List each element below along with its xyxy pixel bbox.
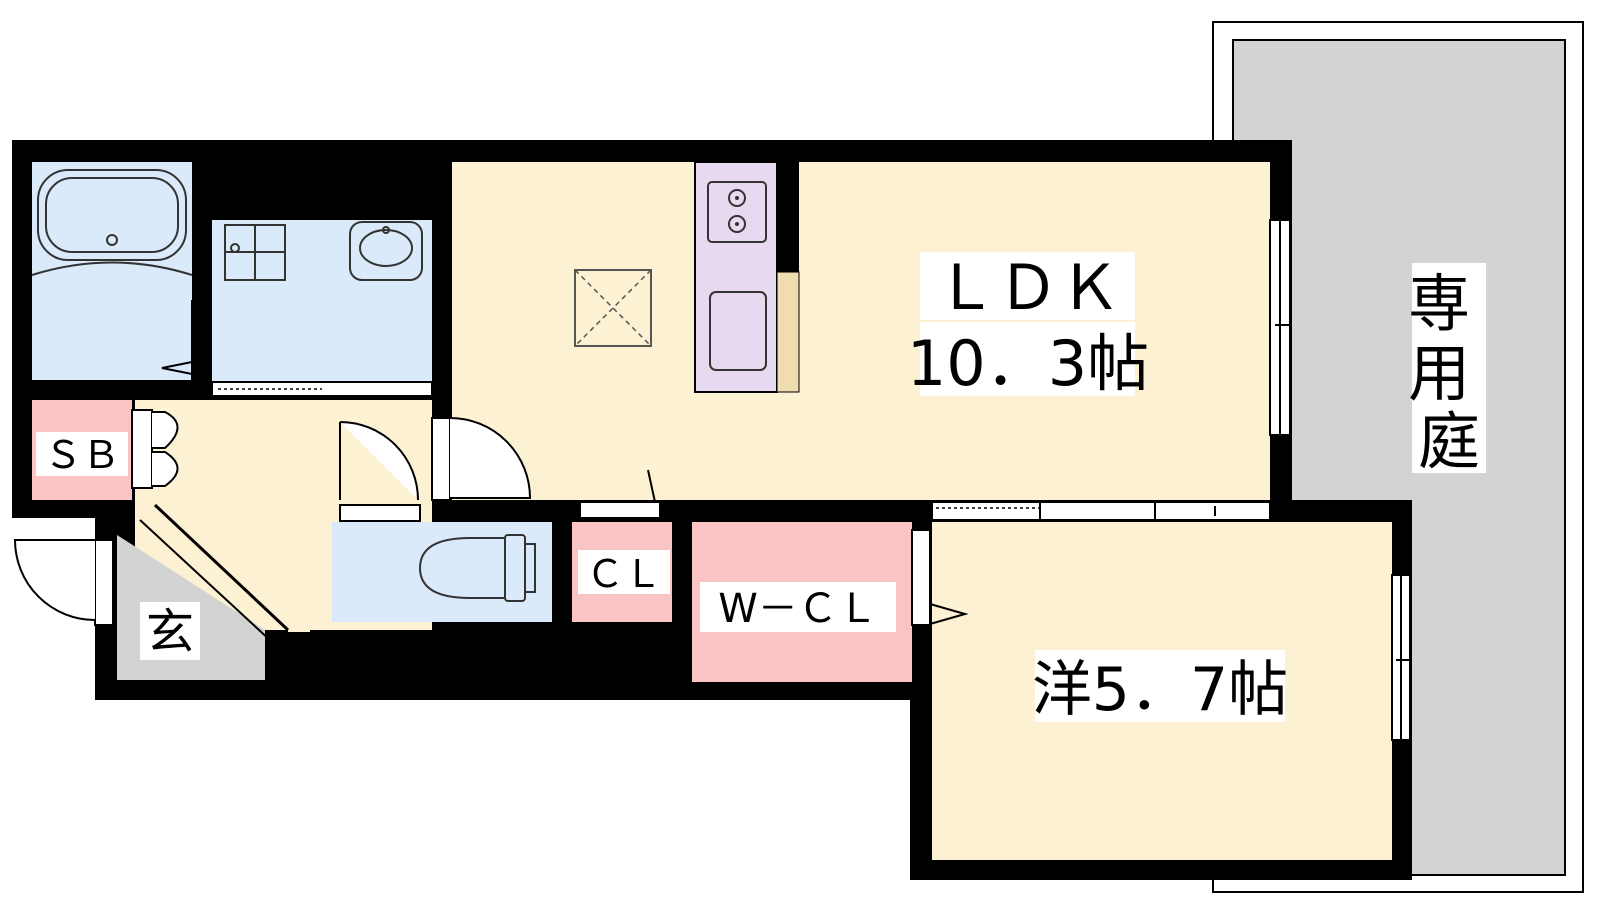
western-room-label: 洋5．7帖 — [1032, 655, 1288, 725]
cl-door — [579, 501, 661, 519]
counter-wall — [777, 162, 799, 272]
stove — [707, 181, 767, 243]
wcl-label: W－ＣＬ — [718, 586, 878, 632]
stove-burner-icon — [735, 222, 739, 226]
sb-door — [152, 411, 179, 487]
counter-end — [776, 271, 800, 393]
ceiling-duct-icon — [574, 269, 652, 347]
entrance-step-inner — [139, 519, 273, 643]
entrance-label: 玄 — [146, 604, 194, 660]
wcl-door — [929, 603, 969, 625]
wash-basin — [349, 221, 423, 281]
entrance-door — [13, 539, 96, 621]
hall-door — [339, 421, 419, 501]
entrance-step — [153, 503, 290, 632]
garden-label: 専 用 庭 — [1408, 267, 1490, 478]
ldk-label: ＬＤＫ — [935, 251, 1121, 324]
toilet — [418, 537, 506, 599]
ldk-door-frame — [431, 417, 451, 501]
ldk-size-label: 10．3帖 — [907, 327, 1149, 400]
bathtub — [37, 169, 187, 261]
toilet-door — [339, 504, 421, 522]
stove-burner-icon — [728, 189, 746, 207]
bath-door — [161, 300, 193, 380]
bathroom — [32, 162, 192, 380]
stove-burner-icon — [728, 215, 746, 233]
stove-burner-icon — [735, 196, 739, 200]
ldk-door — [449, 417, 532, 499]
washroom — [212, 220, 432, 382]
bathtub-drain-icon — [106, 234, 118, 246]
kitchen-sink — [709, 291, 767, 371]
sb-label: ＳＢ — [44, 433, 120, 477]
cl-label: ＣＬ — [586, 552, 662, 596]
toilet-room — [332, 522, 552, 622]
bathtub-inner — [45, 177, 179, 253]
western-door — [931, 501, 1271, 521]
